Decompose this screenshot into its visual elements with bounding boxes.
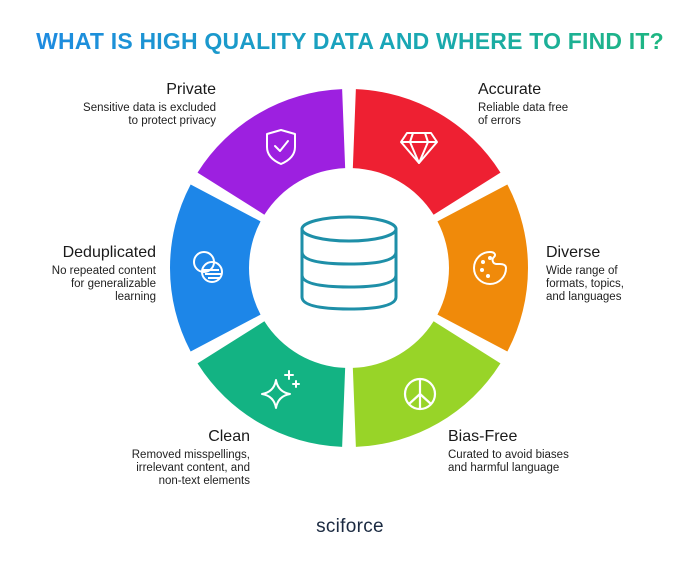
diverse-desc-3: and languages [546,291,622,303]
bias-free-desc-2: and harmful language [448,462,560,474]
segment-accurate [352,89,501,215]
overlap-circles-icon [193,251,223,283]
clean-desc-2: irrelevant content, and [136,462,250,474]
diverse-heading: Diverse [546,244,601,261]
accurate-heading: Accurate [478,81,542,98]
private-desc-2: to protect privacy [128,115,216,127]
private-heading: Private [166,81,216,98]
deduplicated-desc-1: No repeated content [51,265,156,277]
diverse-desc-2: formats, topics, [546,278,624,290]
bias-free-heading: Bias-Free [448,428,518,445]
segment-diverse [437,184,528,352]
shield-check-icon [266,129,296,165]
accurate-desc-1: Reliable data free [478,102,569,114]
segment-clean [197,321,346,447]
sparkles-icon [261,370,300,409]
segment-private [197,89,346,215]
clean-desc-3: non-text elements [158,475,250,487]
diverse-desc-1: Wide range of [546,265,618,277]
segment-deduplicated [170,184,261,352]
label-private: Private Sensitive data is excluded to pr… [40,81,216,128]
database-icon [300,215,398,311]
deduplicated-heading: Deduplicated [62,244,156,261]
private-desc-1: Sensitive data is excluded [83,102,216,114]
clean-heading: Clean [208,428,250,445]
sciforce-logo: sciforce [316,516,384,537]
deduplicated-desc-3: learning [115,291,156,303]
peace-icon [403,377,437,411]
page-title: WHAT IS HIGH QUALITY DATA AND WHERE TO F… [0,28,700,55]
label-diverse: Diverse Wide range of formats, topics, a… [546,244,686,304]
label-clean: Clean Removed misspellings, irrelevant c… [60,428,250,488]
clean-desc-1: Removed misspellings, [131,449,250,461]
palette-icon [473,250,508,285]
accurate-desc-2: of errors [478,115,521,127]
label-accurate: Accurate Reliable data free of errors [478,81,668,128]
label-deduplicated: Deduplicated No repeated content for gen… [10,244,156,304]
segment-bias-free [352,321,501,447]
deduplicated-desc-2: for generalizable [70,278,156,290]
label-bias-free: Bias-Free Curated to avoid biases and ha… [448,428,648,475]
diamond-icon [400,132,438,164]
bias-free-desc-1: Curated to avoid biases [448,449,569,461]
